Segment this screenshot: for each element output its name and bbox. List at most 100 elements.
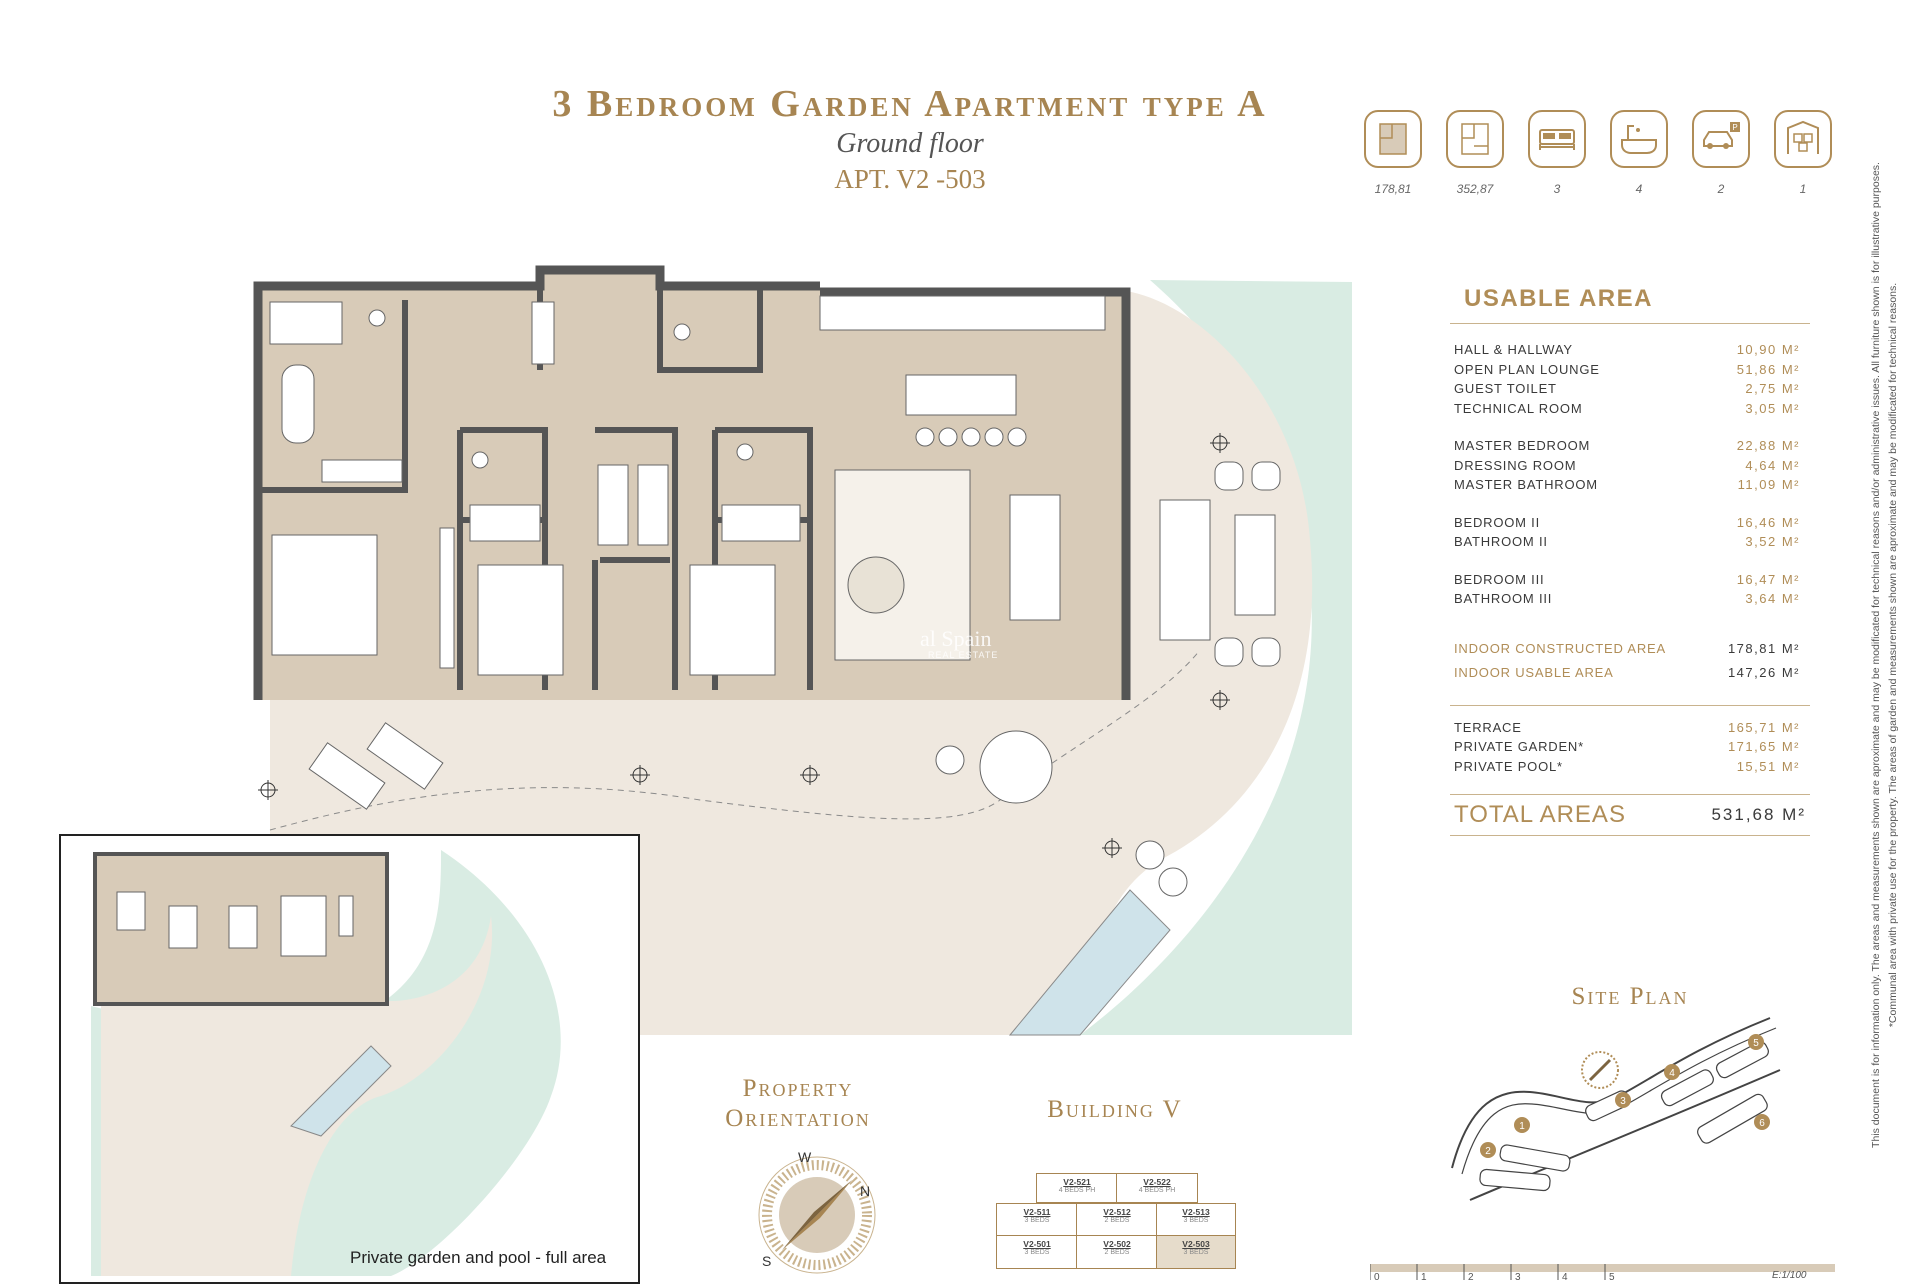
bed-icon (1528, 110, 1586, 168)
storage-icon (1774, 110, 1832, 168)
orientation-label: Property Orientation (718, 1074, 878, 1134)
toilet (736, 443, 754, 461)
parking-value: 2 (1717, 182, 1725, 196)
side-table (935, 745, 965, 775)
disclaimer-line-1: This document is for information only. T… (1870, 162, 1882, 1148)
lamp-markers (258, 433, 1230, 858)
disclaimer: This document is for information only. T… (1868, 30, 1920, 1280)
garden-boundary-line (269, 649, 1201, 831)
parking-cell: P 2 (1686, 110, 1756, 196)
compass-icon: N S W (758, 1150, 876, 1274)
wardrobe (597, 464, 629, 546)
compass-s: S (762, 1253, 771, 1269)
bar-stools (915, 427, 1027, 447)
compass-w: W (798, 1150, 812, 1165)
site-markers: 1 2 3 4 5 6 (1480, 1034, 1770, 1158)
bed-2 (477, 564, 564, 676)
divider (1450, 794, 1810, 795)
total-areas-label: TOTAL AREAS (1454, 801, 1626, 828)
scale-tick-5: 5 (1609, 1272, 1615, 1283)
site-compass-icon (1581, 1051, 1619, 1089)
outdoor-chairs (1214, 461, 1281, 667)
toilet (368, 309, 386, 327)
site-marker-1: 1 (1519, 1121, 1525, 1132)
total-area-icon (1446, 110, 1504, 168)
watermark-sub: REAL ESTATE (928, 650, 999, 660)
bathrooms-cell: 4 (1604, 110, 1674, 196)
bedrooms-value: 3 (1553, 182, 1561, 196)
stairs (531, 301, 555, 365)
site-plan: 1 2 3 4 5 6 (1451, 1017, 1781, 1201)
divider (1450, 835, 1810, 836)
toilet (471, 451, 489, 469)
scale-tick-3: 3 (1515, 1272, 1521, 1283)
site-marker-6: 6 (1759, 1118, 1765, 1129)
scale-tick-0: 0 (1374, 1272, 1380, 1283)
bathtub (281, 364, 315, 444)
inset-frame (59, 834, 640, 1284)
summary-icons: 178,81 352,87 3 4 P 2 1 (1358, 110, 1832, 200)
bath-3-tub (721, 504, 801, 542)
divider (1450, 323, 1810, 324)
total-areas-value: 531,68 M² (1711, 805, 1806, 824)
parking-icon: P (1692, 110, 1750, 168)
scale-ratio: E:1/100 (1772, 1270, 1807, 1281)
coffee-table (847, 556, 905, 614)
inset-plan (91, 850, 561, 1276)
area-row: PRIVATE POOL*15,51 M² (1454, 758, 1800, 774)
title-block: 3 Bedroom Garden Apartment type A Ground… (440, 82, 1380, 195)
site-buildings (1479, 1041, 1769, 1192)
kitchen-island (905, 374, 1017, 416)
bathtub-icon (1610, 110, 1668, 168)
page-title: 3 Bedroom Garden Apartment type A (552, 83, 1268, 125)
planter (1135, 840, 1165, 870)
watermark: al Spain (920, 626, 992, 651)
site-plan-label: Site Plan (1571, 983, 1689, 1010)
vanity (321, 459, 403, 483)
constructed-area-cell: 178,81 (1358, 110, 1428, 196)
usable-area-heading: USABLE AREA (1464, 285, 1653, 312)
divider (1450, 704, 1810, 706)
exterior-wall (253, 265, 1131, 700)
garden-area (1080, 280, 1352, 1035)
area-row: PRIVATE GARDEN*171,65 M² (1454, 739, 1800, 754)
dining-table (1009, 494, 1061, 621)
storage-cell: 1 (1768, 110, 1838, 196)
wardrobe (637, 464, 669, 546)
wardrobe-master (439, 527, 455, 669)
kitchen-counter (819, 295, 1106, 331)
site-marker-2: 2 (1485, 1146, 1491, 1157)
bedrooms-cell: 3 (1522, 110, 1592, 196)
compass-n: N (860, 1183, 870, 1199)
total-area-value: 352,87 (1456, 182, 1494, 196)
planter (1158, 867, 1188, 897)
site-marker-4: 4 (1669, 1068, 1675, 1079)
sun-loungers (308, 722, 444, 810)
orientation-line-2: Orientation (725, 1105, 871, 1132)
constructed-area-icon (1364, 110, 1422, 168)
building-label: Building V (1047, 1096, 1183, 1123)
